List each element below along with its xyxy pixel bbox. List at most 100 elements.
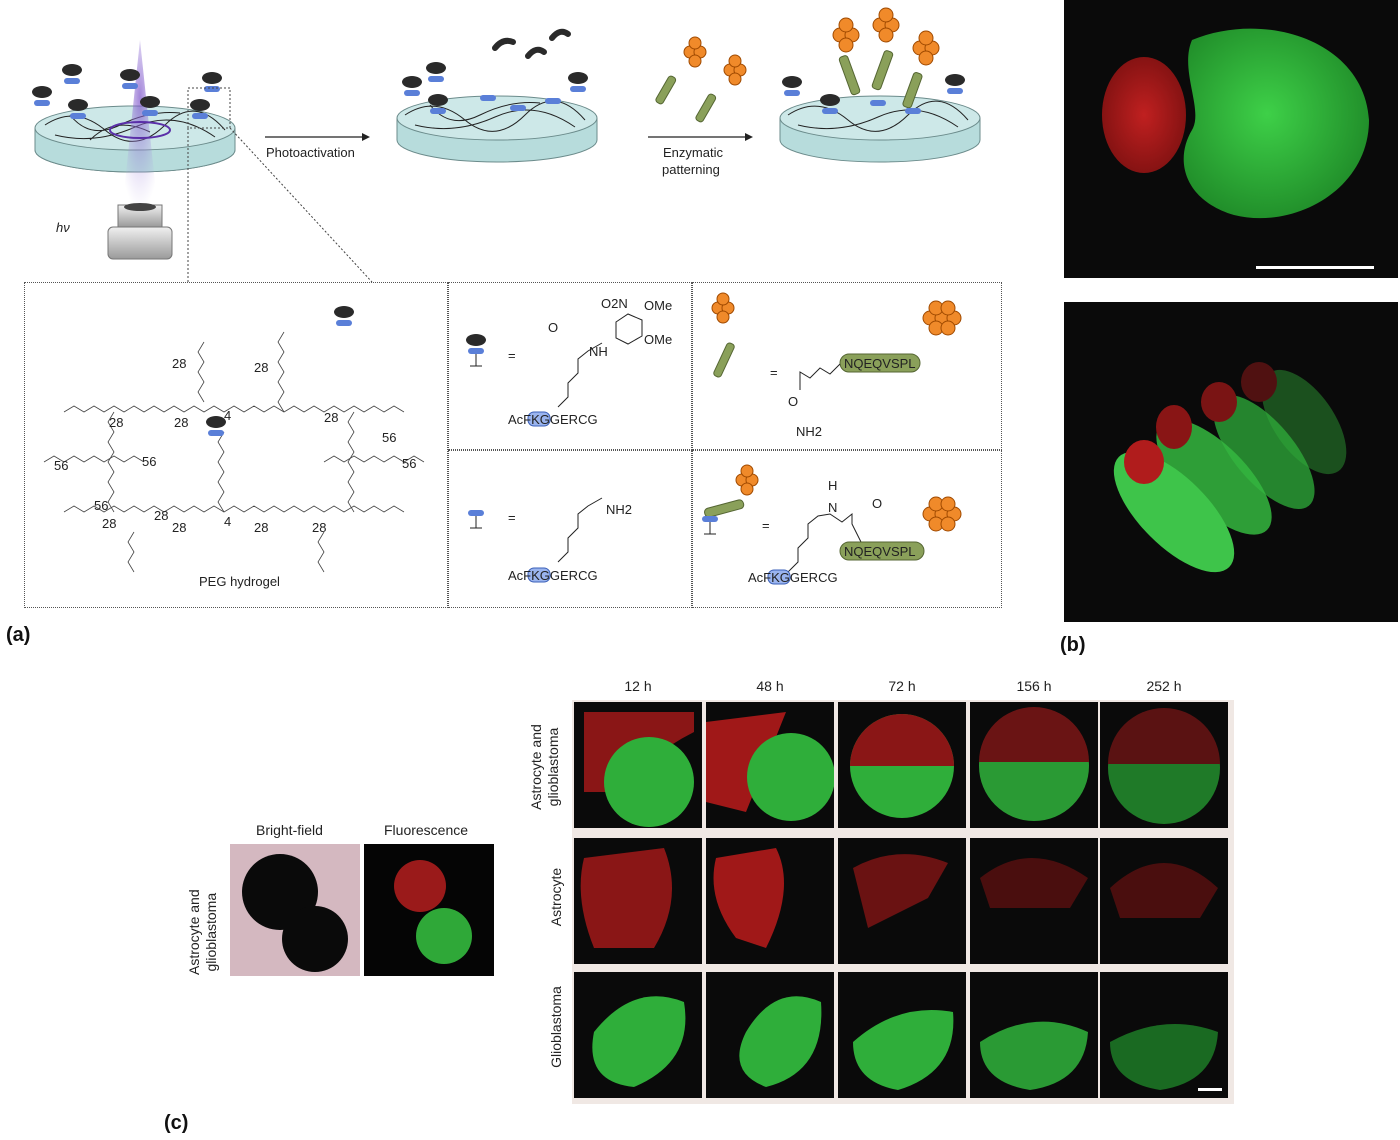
uncaged-box — [448, 450, 692, 608]
panel-a-scheme: hν Photoactivation — [32, 7, 981, 283]
left-header-brightfield: Bright-field — [256, 822, 323, 838]
caged-seq: AcFKGGERCG — [508, 412, 598, 427]
conjugate-n: N — [828, 500, 837, 515]
uncaged-seq: AcFKGGERCG — [508, 568, 598, 583]
substrate-structure: = NQEQVSPL O NH2 — [711, 292, 962, 439]
zoom-box — [187, 87, 231, 129]
peg-n-9: 56 — [142, 454, 156, 469]
peg-n-16: 28 — [254, 520, 268, 535]
row-label-glioblastoma: Glioblastoma — [548, 986, 564, 1068]
caged-nh: NH — [589, 344, 608, 359]
enzymatic-label-2: patterning — [662, 162, 720, 177]
peg-n-5: 4 — [224, 408, 231, 423]
caged-eq: = — [508, 348, 516, 363]
peg-n-7: 56 — [382, 430, 396, 445]
conjugate-box — [692, 450, 1002, 608]
caged-motif-on-gel-2 — [206, 416, 226, 436]
fluorescence-left-image — [364, 844, 494, 976]
time-header-48h: 48 h — [756, 678, 784, 694]
panel-a: hν Photoactivation — [0, 0, 1010, 660]
caged-box — [448, 282, 692, 450]
fluorescence-image-top — [1064, 0, 1398, 278]
peg-n-2: 28 — [254, 360, 268, 375]
tile-astrocyte-156h — [970, 838, 1098, 964]
caged-structure: = O2N OMe OMe O NH AcFKGGERCG — [466, 296, 672, 427]
hv-label: hν — [56, 220, 70, 235]
hydrogel-slab-2 — [396, 28, 598, 163]
peg-n-6: 28 — [324, 410, 338, 425]
photoactivation-label: Photoactivation — [266, 145, 355, 160]
enzymatic-arrow — [648, 133, 753, 141]
brightfield-image — [230, 844, 360, 976]
caged-motif-on-gel — [334, 306, 354, 326]
time-header-156h: 156 h — [1016, 678, 1052, 694]
row-label-coculture-line2: glioblastoma — [545, 727, 561, 807]
tile-astrocyte-48h — [706, 838, 834, 964]
peg-n-10: 56 — [402, 456, 416, 471]
uncaged-nh2: NH2 — [606, 502, 632, 517]
tile-astrocyte-72h — [838, 838, 966, 964]
substrate-box — [692, 282, 1002, 450]
substrate-nh2: NH2 — [796, 424, 822, 439]
row-label-astrocyte: Astrocyte — [548, 867, 564, 927]
tile-coculture-12h — [574, 702, 702, 828]
tile-glioblastoma-12h — [574, 972, 702, 1098]
time-header-12h: 12 h — [624, 678, 652, 694]
row-label-coculture: Astrocyte and glioblastoma — [528, 704, 562, 830]
caged-o: O — [548, 320, 558, 335]
tile-glioblastoma-48h — [706, 972, 834, 1098]
conjugate-structure: = H N O NQEQVSPL AcFKGGERCG — [702, 464, 962, 585]
caged-ome2: OMe — [644, 332, 672, 347]
peg-n-12: 28 — [154, 508, 168, 523]
left-row-label-line2: glioblastoma — [203, 892, 219, 972]
time-header-252h: 252 h — [1146, 678, 1182, 694]
substrate-eq: = — [770, 365, 778, 380]
time-header-72h: 72 h — [888, 678, 916, 694]
peg-n-4: 28 — [174, 415, 188, 430]
panel-c-label: (c) — [164, 1112, 189, 1134]
peg-n-13: 28 — [102, 516, 116, 531]
tile-coculture-156h — [970, 702, 1098, 828]
hydrogel-label: PEG hydrogel — [199, 574, 280, 589]
tile-coculture-48h — [706, 702, 834, 828]
left-header-fluorescence: Fluorescence — [384, 822, 469, 838]
peg-n-1: 28 — [172, 356, 186, 371]
left-row-label-line1: Astrocyte and — [186, 889, 202, 975]
scale-bar — [1256, 266, 1374, 269]
peg-n-8: 56 — [54, 458, 68, 473]
hydrogel-box — [24, 282, 448, 608]
conjugate-seq2: NQEQVSPL — [844, 544, 916, 559]
panel-b-label: (b) — [1060, 634, 1086, 656]
conjugate-h: H — [828, 478, 837, 493]
enzymatic-label-1: Enzymatic — [663, 145, 723, 160]
tile-coculture-72h — [838, 702, 966, 828]
row-label-coculture-line1: Astrocyte and — [528, 724, 544, 810]
peg-n-3: 28 — [109, 415, 123, 430]
peg-n-17: 28 — [312, 520, 326, 535]
left-row-label: Astrocyte and glioblastoma — [186, 889, 220, 975]
substrate-seq: NQEQVSPL — [844, 356, 916, 371]
tile-glioblastoma-72h — [838, 972, 966, 1098]
tile-coculture-252h — [1100, 702, 1228, 828]
conjugate-o: O — [872, 496, 882, 511]
fluorescence-image-bottom — [1064, 302, 1398, 622]
conjugate-seq1: AcFKGGERCG — [748, 570, 838, 585]
caged-motifs-1 — [32, 64, 222, 119]
tile-astrocyte-12h — [574, 838, 702, 964]
caged-ome1: OMe — [644, 298, 672, 313]
objective-lens-icon — [107, 203, 173, 260]
tile-glioblastoma-252h — [1100, 972, 1228, 1098]
peg-n-14: 28 — [172, 520, 186, 535]
peg-n-11: 56 — [94, 498, 108, 513]
scale-bar-c — [1198, 1088, 1222, 1091]
peptide-substrates — [655, 36, 747, 123]
caged-no2: O2N — [601, 296, 628, 311]
uncaged-structure: = NH2 AcFKGGERCG — [468, 497, 632, 583]
conjugate-eq: = — [762, 518, 770, 533]
substrate-o: O — [788, 394, 798, 409]
panel-a-label: (a) — [6, 624, 31, 646]
uncaged-eq: = — [508, 510, 516, 525]
photoactivation-arrow — [265, 133, 370, 141]
peg-hydrogel-structure: 28 28 28 28 4 28 56 56 56 56 56 28 28 28… — [43, 306, 425, 589]
tile-glioblastoma-156h — [970, 972, 1098, 1098]
